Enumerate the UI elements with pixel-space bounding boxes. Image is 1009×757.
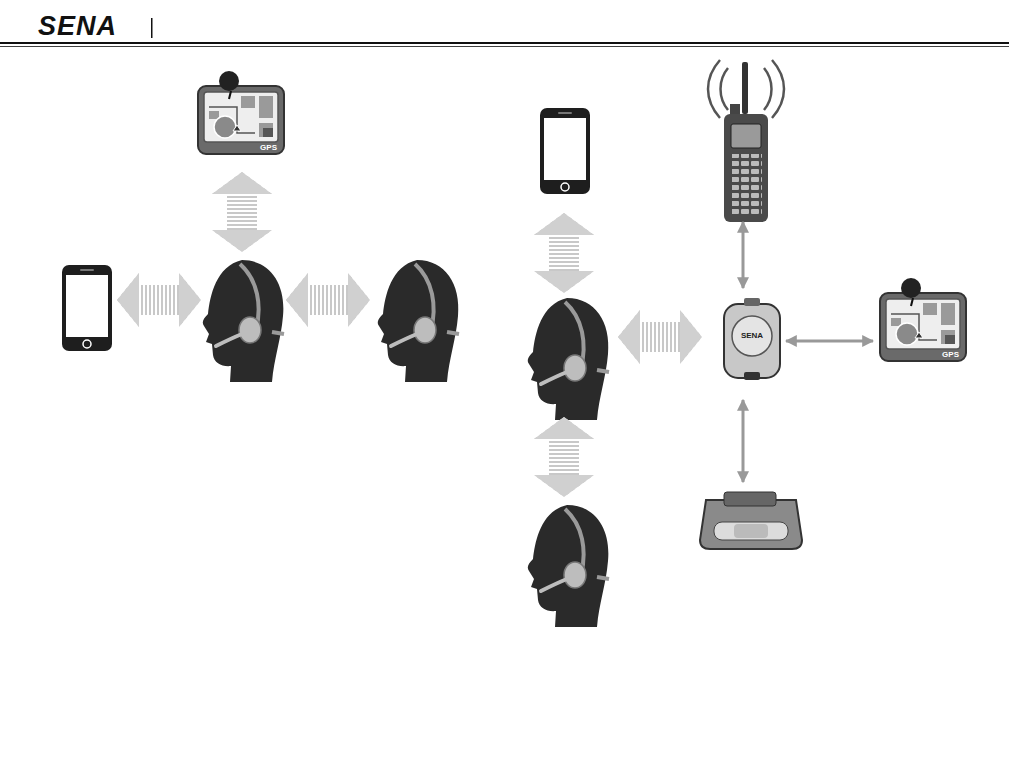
- intercom-arrow: [286, 273, 370, 327]
- gps-screen: GPS: [879, 292, 967, 362]
- phone-icon: [540, 108, 590, 194]
- phone-icon: [62, 265, 112, 351]
- device-label: SENA: [741, 332, 763, 340]
- bluetooth-arrow: [618, 310, 702, 364]
- rider-head: [528, 505, 609, 627]
- header-rule: [0, 46, 1009, 48]
- header-rule: [0, 42, 1009, 44]
- gps-device: [880, 278, 966, 361]
- bluetooth-arrow: [534, 213, 594, 293]
- two-way-radio: [708, 60, 784, 222]
- gps-screen: GPS: [197, 85, 285, 155]
- device-label: GPS: [260, 144, 277, 152]
- device-label: GPS: [942, 351, 959, 359]
- rider-head: [378, 260, 459, 382]
- header-bar: [151, 18, 153, 38]
- radar-detector: [700, 492, 802, 549]
- rider-head: [528, 298, 609, 420]
- intercom-arrow: [534, 417, 594, 497]
- gps-device: [198, 71, 284, 154]
- link-arrow: [786, 340, 873, 343]
- bluetooth-arrow: [117, 273, 201, 327]
- bluetooth-arrow: [212, 172, 272, 252]
- link-arrow: [742, 222, 745, 288]
- adapter-box: SENA: [724, 304, 780, 378]
- brand-logo: SENA: [38, 13, 117, 40]
- adapter-device: [724, 298, 780, 380]
- rider-head: [203, 260, 284, 382]
- link-arrow: [742, 400, 745, 482]
